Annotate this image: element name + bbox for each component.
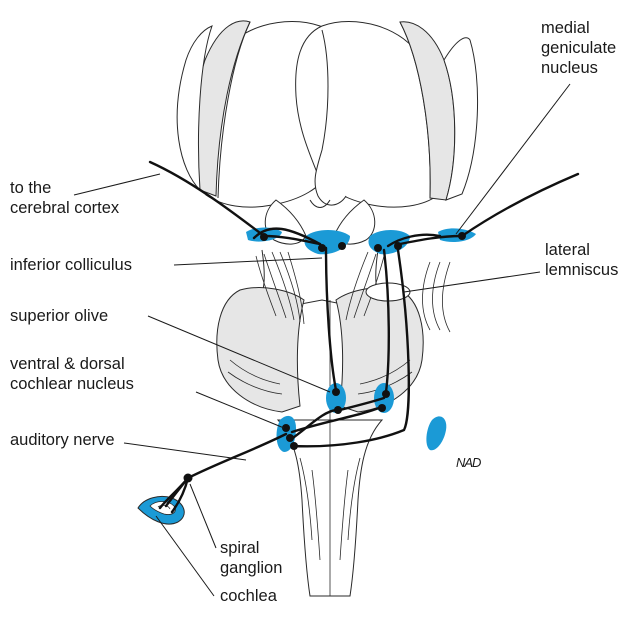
label-superior-olive: superior olive bbox=[10, 306, 108, 326]
label-cochlea: cochlea bbox=[220, 586, 277, 606]
dot-left-ic-2 bbox=[338, 242, 346, 250]
dot-left-mgn bbox=[260, 233, 268, 241]
label-spiral-ganglion-line2: ganglion bbox=[220, 558, 282, 578]
dot-left-olive-2 bbox=[334, 406, 342, 414]
label-spiral-ganglion-line1: spiral bbox=[220, 538, 282, 558]
leader-cochlea bbox=[156, 516, 214, 596]
dot-cn-2 bbox=[286, 434, 294, 442]
leader-auditory-nerve bbox=[124, 443, 246, 460]
label-medial-geniculate-line1: medial bbox=[541, 18, 616, 38]
label-medial-geniculate-line2: geniculate bbox=[541, 38, 616, 58]
label-to-cortex: to the cerebral cortex bbox=[10, 178, 119, 218]
auditory-nerve-fiber bbox=[188, 434, 286, 478]
label-to-cortex-line1: to the bbox=[10, 178, 119, 198]
label-auditory-nerve: auditory nerve bbox=[10, 430, 115, 450]
label-spiral-ganglion: spiral ganglion bbox=[220, 538, 282, 578]
label-medial-geniculate-line3: nucleus bbox=[541, 58, 616, 78]
label-lateral-lemniscus: lateral lemniscus bbox=[545, 240, 618, 280]
dot-right-mgn bbox=[458, 232, 466, 240]
artist-signature: NAD bbox=[456, 455, 480, 470]
dot-cn-3 bbox=[290, 442, 298, 450]
dot-right-olive-2 bbox=[378, 404, 386, 412]
dot-right-ic-1 bbox=[374, 244, 382, 252]
label-cochlear-nucleus-line2: cochlear nucleus bbox=[10, 374, 134, 394]
leader-spiral-ganglion bbox=[190, 484, 216, 548]
dot-spiral-ganglion bbox=[184, 474, 193, 483]
dot-right-olive-1 bbox=[382, 390, 390, 398]
right-cochlear-nucleus bbox=[426, 416, 446, 450]
label-medial-geniculate: medial geniculate nucleus bbox=[541, 18, 616, 78]
label-lateral-lemniscus-line1: lateral bbox=[545, 240, 618, 260]
label-cochlear-nucleus: ventral & dorsal cochlear nucleus bbox=[10, 354, 134, 394]
dot-left-olive-1 bbox=[332, 388, 340, 396]
dot-right-ic-2 bbox=[394, 242, 402, 250]
label-cochlear-nucleus-line1: ventral & dorsal bbox=[10, 354, 134, 374]
label-inferior-colliculus: inferior colliculus bbox=[10, 255, 132, 275]
label-lateral-lemniscus-line2: lemniscus bbox=[545, 260, 618, 280]
dot-left-ic-1 bbox=[318, 244, 326, 252]
label-to-cortex-line2: cerebral cortex bbox=[10, 198, 119, 218]
right-mgn-to-cortex bbox=[462, 174, 578, 236]
cochlea bbox=[138, 496, 184, 524]
